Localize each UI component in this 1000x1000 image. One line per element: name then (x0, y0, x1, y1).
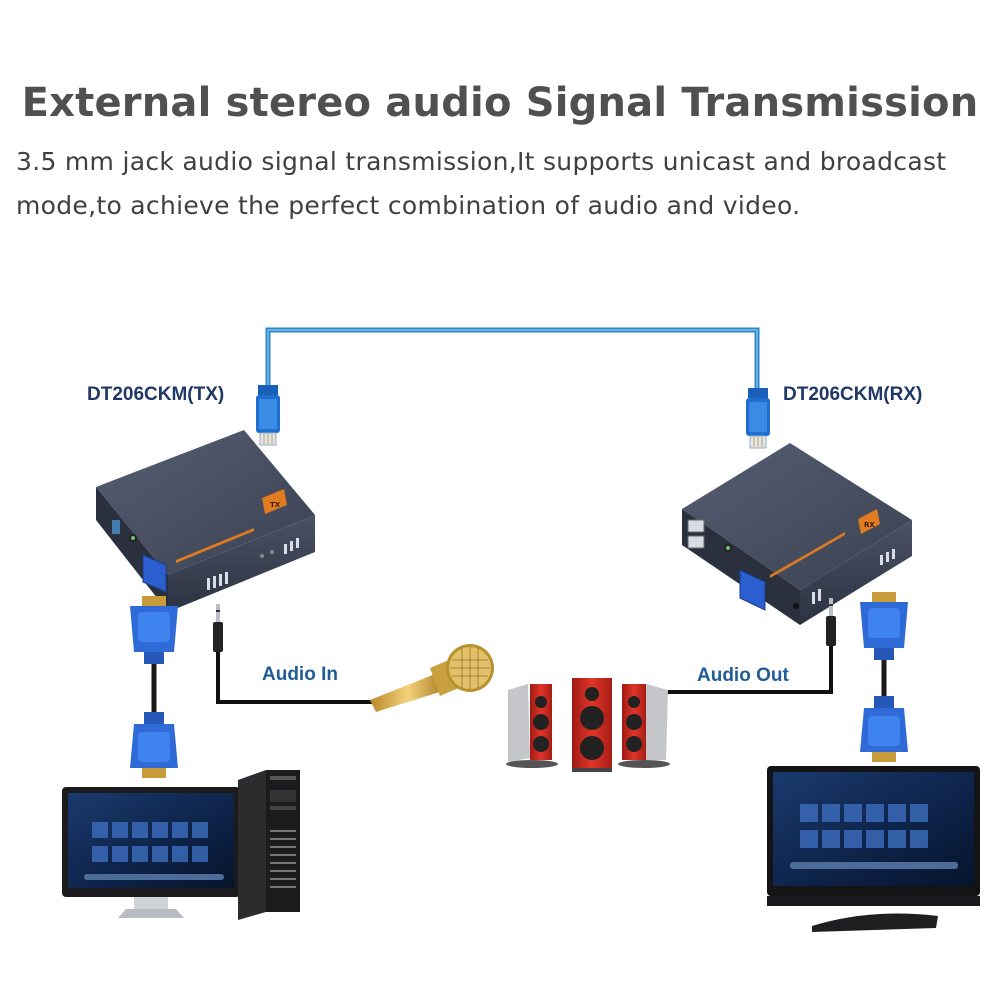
vga-connector-icon (860, 696, 908, 762)
vga-connector-icon (130, 712, 178, 778)
rx-badge: RX (864, 521, 875, 529)
tx-device-label: DT206CKM(TX) (87, 384, 225, 405)
rj45-plug-icon (746, 388, 770, 449)
audio-jack-icon (826, 598, 836, 646)
monitor-icon (62, 787, 240, 918)
audio-in-label: Audio In (262, 664, 338, 685)
desktop-tower-icon (238, 770, 300, 920)
vga-connector-icon (130, 596, 178, 664)
tx-extender-device: TX (96, 430, 315, 612)
network-cable (265, 327, 760, 405)
page-description: 3.5 mm jack audio signal transmission,It… (16, 147, 947, 220)
page-title: External stereo audio Signal Transmissio… (21, 80, 979, 126)
vga-connector-icon (860, 592, 908, 660)
rj45-plug-icon (256, 385, 280, 446)
audio-in-cable (216, 652, 372, 704)
monitor-icon (767, 766, 980, 932)
microphone-icon (370, 644, 494, 712)
audio-jack-icon (213, 604, 223, 652)
rx-device-label: DT206CKM(RX) (783, 384, 923, 405)
tx-badge: TX (270, 501, 281, 509)
audio-out-cable (662, 646, 833, 694)
rx-extender-device: RX (682, 443, 912, 625)
audio-out-label: Audio Out (697, 665, 789, 686)
speaker-icon (506, 678, 670, 772)
